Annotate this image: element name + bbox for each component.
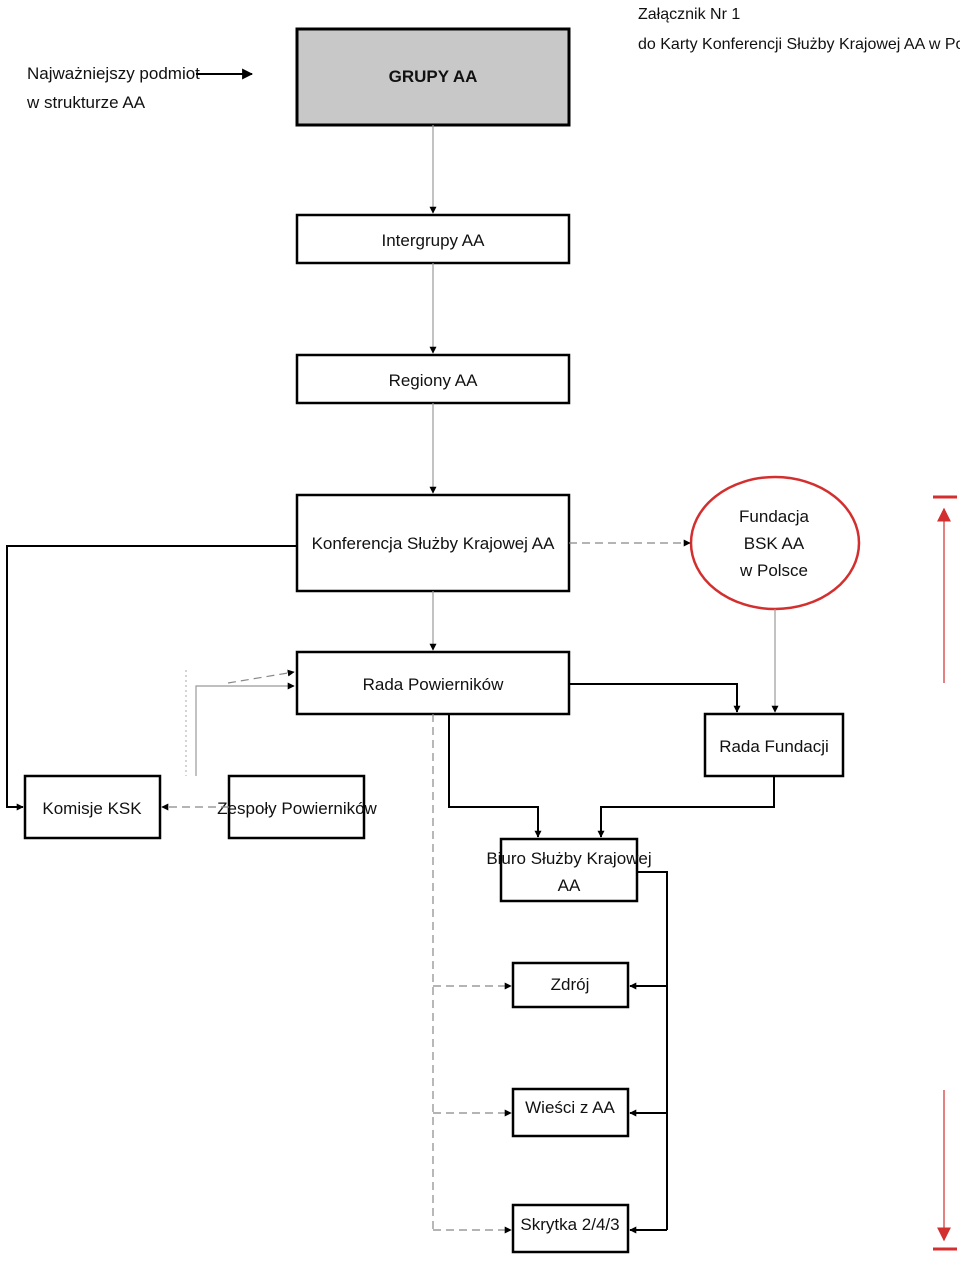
- node-zdroj: [511, 961, 630, 1009]
- node-komisje-ksk: [23, 774, 162, 840]
- connector-biuro-trunk: [637, 871, 668, 1230]
- header-title: Załącznik Nr 1: [638, 6, 740, 23]
- node-fundacja-line-3: w Polsce: [739, 561, 808, 580]
- node-wiesci-label: Wieści z AA: [525, 1098, 615, 1117]
- node-rada-fundacji-label: Rada Fundacji: [719, 737, 829, 756]
- node-grupy-aa-label: GRUPY AA: [389, 67, 478, 86]
- node-zdroj-label: Zdrój: [551, 975, 590, 994]
- legend-line-2: w strukturze AA: [26, 93, 146, 112]
- node-biuro-line-1: Biuro Służby Krajowej: [486, 849, 651, 868]
- node-konferencja-label: Konferencja Służby Krajowej AA: [312, 534, 556, 553]
- legend-line-1: Najważniejszy podmiot: [27, 64, 200, 83]
- node-biuro: [499, 837, 639, 903]
- node-intergrupy-label: Intergrupy AA: [381, 231, 485, 250]
- node-komisje-ksk-label: Komisje KSK: [42, 799, 142, 818]
- node-rada-powiernikow-label: Rada Powierników: [363, 675, 505, 694]
- connector-rada-fundacji-biuro: [597, 776, 775, 838]
- header-subtitle: do Karty Konferencji Służby Krajowej AA …: [638, 36, 960, 53]
- connector-zespoly-rada: [195, 682, 295, 776]
- node-skrytka: [511, 1203, 630, 1254]
- connector-konferencja-komisje: [6, 545, 297, 811]
- node-fundacja-line-2: BSK AA: [744, 534, 805, 553]
- node-skrytka-label: Skrytka 2/4/3: [520, 1215, 619, 1234]
- connector-rada-to-rada-fundacji: [569, 683, 741, 713]
- connector-rada-biuro: [448, 714, 542, 838]
- node-rada-fundacji: [703, 712, 845, 778]
- node-zespoly-powiernikow-label: Zespoły Powierników: [217, 799, 377, 818]
- node-zespoly-powiernikow: [227, 774, 366, 840]
- connector-zespoly-rada-dashed: [227, 669, 295, 684]
- node-regiony-label: Regiony AA: [389, 371, 478, 390]
- node-biuro-line-2: AA: [558, 876, 581, 895]
- node-intergrupy: [295, 213, 571, 265]
- node-wiesci: [511, 1087, 630, 1138]
- node-fundacja-line-1: Fundacja: [739, 507, 809, 526]
